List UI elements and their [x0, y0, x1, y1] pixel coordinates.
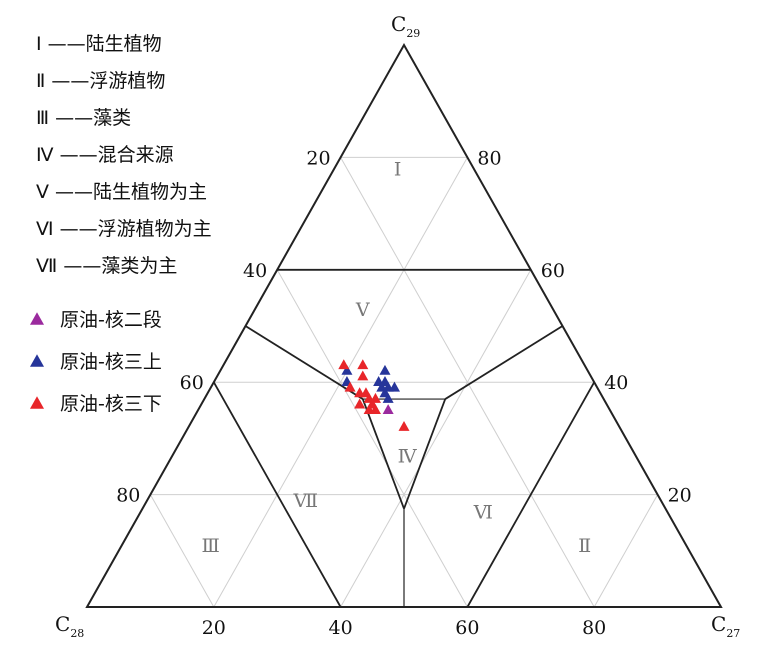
boundary-line [403, 398, 447, 509]
boundary-line [245, 325, 364, 400]
tick-label-right: 80 [477, 147, 501, 169]
data-point-series-0 [382, 404, 394, 415]
region-labels: Ⅰ Ⅴ Ⅳ Ⅶ Ⅵ Ⅲ Ⅱ [201, 159, 591, 558]
region-label: Ⅰ [394, 159, 402, 181]
grid-line [149, 494, 215, 608]
tick-label-right: 20 [668, 485, 692, 507]
data-point-series-2 [357, 370, 369, 381]
tick-label-left: 20 [306, 147, 330, 169]
region-boundaries [213, 268, 595, 608]
data-point-series-2 [398, 421, 410, 431]
region-label: Ⅱ [578, 535, 591, 557]
data-point-series-1 [341, 364, 353, 375]
data-point-series-2 [369, 404, 381, 415]
triangle-outline [85, 42, 723, 608]
vertex-label-top: C29 [391, 12, 420, 40]
tick-label-bottom: 60 [455, 617, 479, 639]
tick-label-right: 40 [604, 372, 628, 394]
vertex-label-right: C27 [711, 612, 740, 640]
data-point-series-2 [354, 398, 366, 409]
region-label: Ⅴ [355, 299, 370, 321]
grid-line [340, 269, 532, 608]
region-label: Ⅳ [398, 445, 418, 467]
legend-region-item: Ⅶ ——藻类为主 [36, 255, 177, 277]
tick-label-right: 60 [541, 260, 565, 282]
region-label: Ⅶ [292, 490, 318, 512]
grid-line [276, 269, 468, 608]
tick-label-bottom: 80 [582, 617, 606, 639]
vertex-label-left: C28 [55, 612, 84, 640]
legend-region-item: Ⅴ ——陆生植物为主 [36, 181, 207, 203]
data-point-series-1 [382, 392, 394, 403]
tick-label-left: 80 [116, 485, 140, 507]
legend-marker [30, 396, 44, 409]
legend: Ⅰ ——陆生植物 Ⅱ ——浮游植物 Ⅲ ——藻类 Ⅳ ——混合来源 Ⅴ ——陆生植物为主… [30, 33, 212, 415]
tick-label-bottom: 20 [202, 617, 226, 639]
tick-label-left: 40 [243, 260, 267, 282]
legend-region-item: Ⅳ ——混合来源 [36, 144, 174, 166]
data-point-series-2 [344, 381, 356, 392]
data-point-series-2 [369, 392, 381, 403]
grid-line [593, 494, 659, 608]
boundary-line [444, 325, 563, 400]
region-label: Ⅲ [201, 535, 219, 557]
legend-region-item: Ⅰ ——陆生植物 [36, 33, 162, 55]
tick-label-left: 60 [180, 372, 204, 394]
region-label: Ⅵ [473, 501, 493, 523]
boundary-line [466, 381, 595, 608]
data-points [338, 359, 410, 431]
legend-series-label: 原油-核三上 [60, 351, 162, 373]
triangle-border [85, 42, 723, 608]
legend-marker [30, 312, 44, 325]
data-point-series-1 [379, 364, 391, 375]
boundary-line [213, 381, 342, 608]
data-point-series-2 [357, 359, 369, 370]
data-point-series-2 [338, 359, 350, 370]
data-point-series-1 [388, 381, 400, 392]
legend-region-item: Ⅵ ——浮游植物为主 [36, 218, 212, 240]
tick-label-bottom: 40 [329, 617, 353, 639]
legend-region-item: Ⅱ ——浮游植物 [36, 70, 165, 92]
legend-series-label: 原油-核三下 [60, 393, 162, 415]
legend-region-item: Ⅲ ——藻类 [36, 107, 131, 129]
tick-labels: 20 40 60 80 80 60 40 20 20 40 60 80 [116, 147, 692, 639]
legend-marker [30, 354, 44, 367]
legend-series-label: 原油-核二段 [60, 309, 162, 331]
boundary-line [361, 398, 405, 509]
